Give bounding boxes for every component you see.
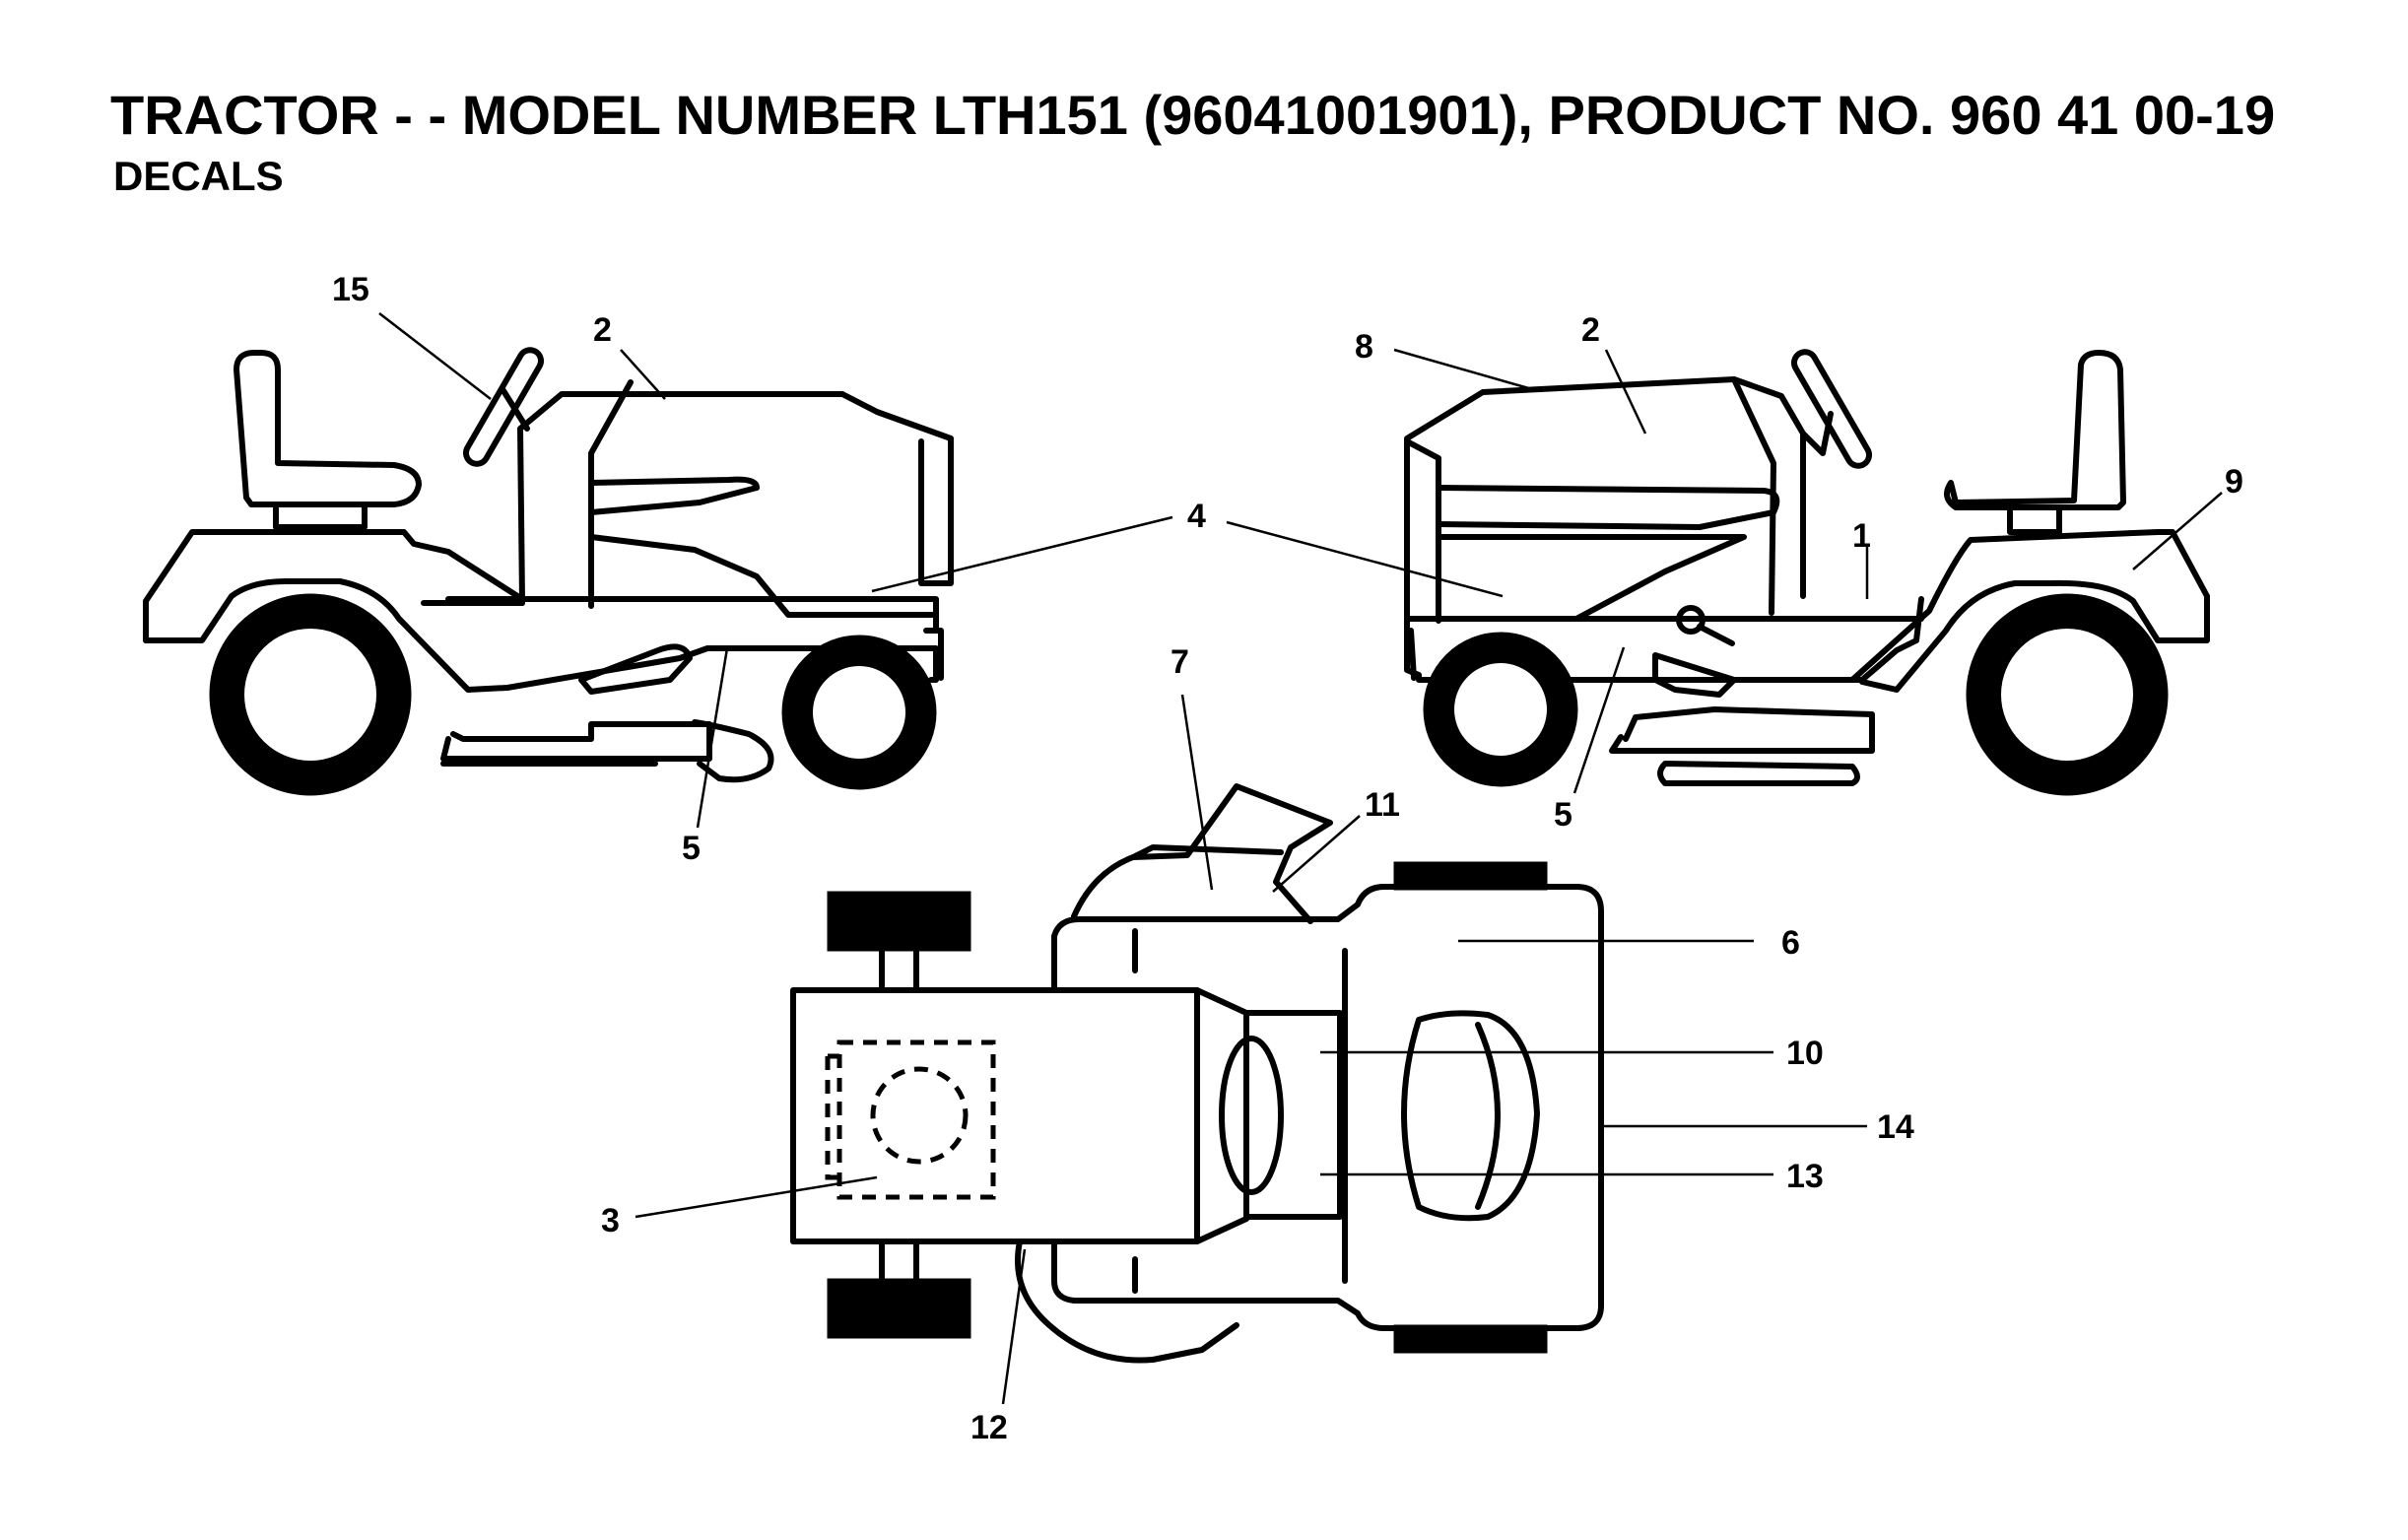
callout-6: 6	[1781, 924, 1800, 962]
callout-10: 10	[1786, 1035, 1824, 1072]
page-subtitle: DECALS	[113, 153, 284, 199]
tractor-left-side-view	[143, 312, 1173, 829]
callout-13: 13	[1786, 1158, 1824, 1195]
callout-5-left: 5	[682, 830, 701, 867]
callout-9: 9	[2225, 463, 2243, 501]
callout-3: 3	[601, 1202, 620, 1239]
callout-2-right: 2	[1581, 311, 1600, 349]
callout-7: 7	[1171, 643, 1189, 681]
tractor-top-view	[635, 694, 1867, 1405]
callout-2-left: 2	[593, 311, 612, 349]
callout-1: 1	[1852, 517, 1871, 555]
callout-11: 11	[1365, 786, 1400, 824]
callout-8: 8	[1355, 328, 1373, 366]
callout-5-right: 5	[1554, 796, 1572, 834]
callout-15: 15	[332, 271, 369, 308]
tractor-right-side-view	[1226, 348, 2223, 796]
callout-14: 14	[1877, 1108, 1914, 1146]
callout-12: 12	[970, 1409, 1008, 1446]
page-title: TRACTOR - - MODEL NUMBER LTH151 (9604100…	[110, 84, 2276, 146]
callout-4: 4	[1187, 498, 1206, 535]
